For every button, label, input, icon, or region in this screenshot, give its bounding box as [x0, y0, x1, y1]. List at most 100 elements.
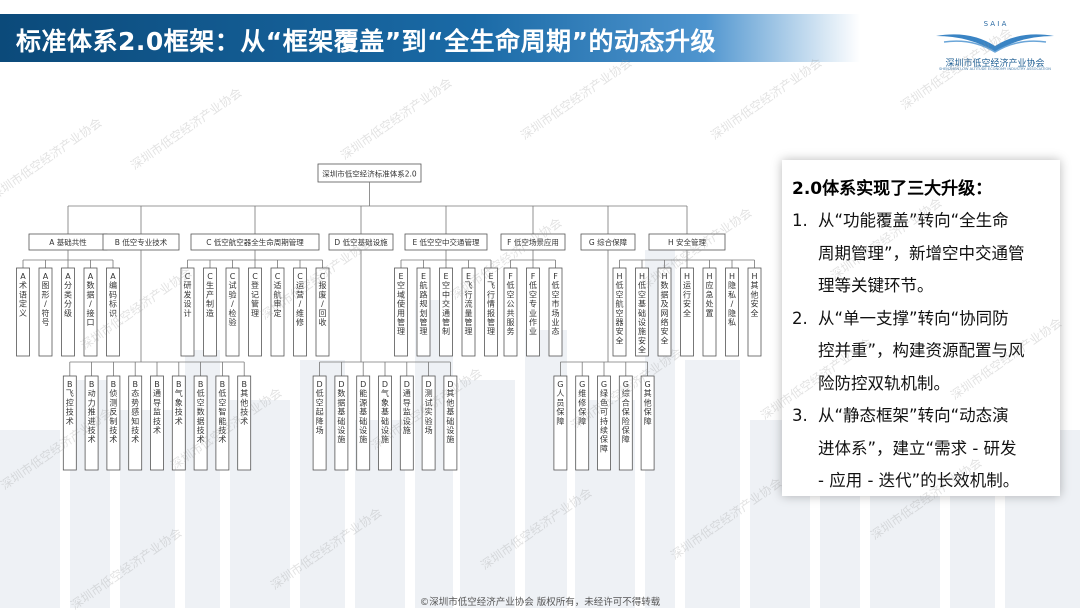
standard-node-label: 据 — [197, 416, 205, 426]
standard-node — [702, 267, 717, 357]
upgrade-item-text: 从“功能覆盖”转向“全生命周期管理”，新增空中交通管理等关键环节。 — [818, 205, 1050, 303]
standard-node-label: 场 — [552, 309, 560, 318]
standard-node-label: 他 — [446, 397, 454, 407]
standard-node-label: E — [488, 272, 493, 281]
upgrade-item: 3.从“静态框架”转向“动态演进体系”，建立“需求 - 研发- 应用 - 迭代”… — [792, 400, 1050, 498]
standard-node-label: 设 — [446, 425, 454, 435]
standard-node-label: 空 — [397, 280, 405, 290]
upgrade-item-number: 3. — [792, 406, 808, 425]
standard-node-label: C — [297, 272, 303, 281]
standard-node — [237, 375, 252, 471]
standard-node-label: A — [110, 272, 116, 281]
standard-node-label: 产 — [206, 289, 214, 299]
standard-node-label: E — [421, 272, 426, 281]
standard-node-label: B — [111, 380, 117, 389]
standard-node-label: 据 — [661, 289, 669, 299]
standard-node-label: 场 — [316, 426, 324, 435]
standard-node-label: 管 — [420, 317, 428, 327]
standard-node-label: 员 — [556, 398, 564, 407]
standard-node-label: 续 — [600, 425, 608, 435]
standard-node — [553, 375, 568, 471]
standard-node — [180, 267, 195, 357]
standard-node-label: G — [644, 380, 650, 389]
standard-node-label: 计 — [184, 308, 192, 318]
standard-node-label: 智 — [218, 407, 226, 417]
standard-node-label: 应 — [706, 280, 714, 290]
standard-node-label: 数 — [197, 407, 205, 417]
standard-node-label: 技 — [88, 425, 96, 435]
standard-node-label: 理 — [487, 327, 495, 336]
standard-node — [356, 375, 371, 471]
standard-node-label: 保 — [644, 407, 652, 417]
standard-node-label: 分 — [64, 281, 72, 290]
standard-node — [62, 375, 77, 471]
standard-node-label: 知 — [131, 416, 139, 426]
standard-node-label: 私 — [728, 290, 736, 299]
standard-node-label: D — [360, 380, 366, 389]
standard-node-label: / — [299, 300, 302, 309]
standard-node-label: 形 — [42, 290, 50, 299]
standard-node-label: C — [207, 272, 213, 281]
standard-node-label: 他 — [644, 397, 652, 407]
standard-node-label: 础 — [638, 308, 646, 318]
standard-node-label: 报 — [319, 280, 327, 290]
standard-node-label: 生 — [206, 280, 214, 290]
standard-node-label: 侦 — [109, 388, 117, 398]
standard-node-label: 流 — [465, 299, 473, 309]
standard-node — [640, 375, 655, 471]
standard-node-label: 作 — [529, 317, 537, 327]
standard-node-label: 障 — [600, 443, 608, 453]
standard-node-label: 修 — [578, 397, 586, 407]
upgrade-item-line: 从“单一支撑”转向“协同防 — [818, 308, 1009, 328]
standard-node-label: 技 — [218, 425, 226, 435]
standard-node — [394, 267, 408, 357]
standard-node-label: 其 — [644, 389, 652, 398]
standard-node-label: 险 — [622, 416, 630, 426]
standard-node-label: E — [398, 272, 403, 281]
standard-node-label: 急 — [706, 289, 714, 299]
standard-node-label: 推 — [88, 407, 96, 417]
standard-node-label: 设 — [638, 317, 646, 327]
standard-node-label: 接 — [87, 308, 95, 318]
standard-node-label: 态 — [552, 326, 560, 336]
standard-node-label: 定 — [274, 308, 282, 318]
standard-node-label: 行 — [465, 289, 473, 299]
standard-node — [443, 375, 458, 471]
standard-node-label: H — [661, 272, 667, 281]
standard-node — [503, 267, 518, 357]
panel-title: 2.0体系实现了三大升级： — [792, 179, 993, 199]
standard-node-label: 设 — [184, 299, 192, 309]
category-node-label: A 基础共性 — [49, 237, 87, 247]
standard-node-label: 试 — [425, 397, 433, 407]
standard-node-label: 语 — [19, 289, 27, 299]
standard-node-label: 全 — [638, 345, 646, 355]
standard-node-label: / — [731, 300, 734, 309]
standard-node-label: 力 — [88, 397, 96, 407]
standard-node-label: / — [44, 300, 47, 309]
standard-node-label: 保 — [600, 434, 608, 444]
standard-node — [106, 267, 120, 357]
page-title: 标准体系2.0框架：从“框架覆盖”到“全生命周期”的动态升级 — [16, 27, 717, 56]
standard-node-label: B — [132, 380, 138, 389]
standard-node — [421, 375, 436, 471]
upgrade-item-line: 理等关键环节。 — [818, 276, 934, 295]
standard-node — [225, 267, 240, 357]
standard-node-label: E — [466, 272, 471, 281]
standard-node — [38, 267, 53, 357]
standard-node-label: 登 — [251, 280, 259, 290]
standard-node-label: F — [508, 272, 513, 281]
standard-node — [378, 375, 392, 471]
standard-node-label: 技 — [197, 425, 205, 435]
standard-node-label: 基 — [381, 407, 389, 417]
standard-node-label: 私 — [728, 318, 736, 327]
standard-node-label: 安 — [638, 335, 646, 345]
standard-node-label: B — [176, 380, 182, 389]
standard-node — [128, 375, 143, 471]
standard-node-label: 术 — [66, 416, 74, 426]
standard-node-label: 其 — [240, 389, 248, 398]
standard-node-label: G — [557, 380, 563, 389]
standard-node-label: 他 — [751, 289, 759, 299]
upgrade-item-line: 险防控双轨机制。 — [818, 373, 950, 393]
standard-node-label: 安 — [661, 326, 669, 336]
standard-node-label: 通 — [442, 308, 450, 318]
